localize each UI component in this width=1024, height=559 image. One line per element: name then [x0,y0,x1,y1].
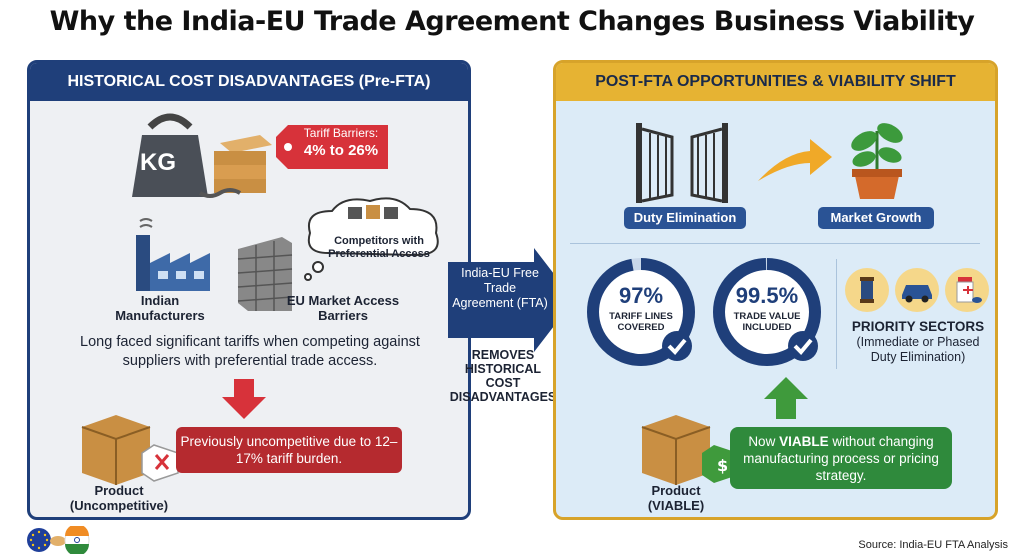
removes-disadvantages-label: REMOVES HISTORICAL COST DISADVANTAGES [449,348,557,404]
source-note: Source: India-EU FTA Analysis [858,539,1008,551]
factory-icon [136,218,210,291]
trade-value-label: TRADE VALUE INCLUDED [733,311,801,333]
fta-arrow [448,248,574,352]
check-icon [788,331,818,361]
tariff-lines-value: 97% [618,283,664,308]
pharma-icon [945,268,989,312]
eu-india-logo [27,526,90,554]
post-fta-panel-header: POST-FTA OPPORTUNITIES & VIABILITY SHIFT [556,63,995,101]
viable-note-pre: Now [748,434,780,449]
tariff-tag-line1: Tariff Barriers: [303,126,379,140]
uncompetitive-product-icon [81,415,179,485]
trade-value-ring [713,258,821,366]
viable-note-bold: VIABLE [779,434,829,449]
plant-growth-icon [851,123,903,199]
textile-thread-icon [845,268,889,312]
indian-manufacturers-label: Indian Manufacturers [115,293,205,323]
check-icon [662,331,692,361]
page-title: Why the India-EU Trade Agreement Changes… [49,6,975,37]
up-arrow-icon [764,377,808,419]
post-fta-panel: POST-FTA OPPORTUNITIES & VIABILITY SHIFT… [553,60,998,520]
historical-description: Long faced significant tariffs when comp… [80,334,420,369]
viable-note: Now VIABLE without changing manufacturin… [730,427,952,489]
viable-product-icon: $ [641,415,738,485]
svg-text:$: $ [717,456,728,475]
viable-note-post: without changing manufacturing process o… [743,434,939,483]
divider [570,243,980,244]
eu-barriers-label: EU Market Access Barriers [286,293,400,323]
growth-arrow-icon [758,139,832,181]
tariff-lines-label: TARIFF LINES COVERED [609,311,673,333]
divider [836,259,837,369]
duty-elimination-pill: Duty Elimination [624,207,746,229]
cloud-text: Competitors with Preferential Access [328,235,430,260]
tariff-tag-line2: 4% to 26% [303,142,379,159]
thought-cloud [304,197,439,281]
viable-product-label: Product (VIABLE) [647,483,705,513]
tariff-tag-icon [276,125,388,169]
market-growth-pill: Market Growth [818,207,934,229]
fta-arrow-label: India-EU Free Trade Agreement (FTA) [452,266,548,310]
historical-panel-header: HISTORICAL COST DISADVANTAGES (Pre-FTA) [30,63,468,101]
automobile-icon [895,268,939,312]
trade-value-value: 99.5% [735,283,799,308]
weight-label: KG [140,149,176,176]
uncompetitive-product-label: Product (Uncompetitive) [69,483,169,513]
open-gate-icon [636,123,728,203]
priority-sectors-subtitle: (Immediate or Phased Duty Elimination) [856,335,980,364]
brick-wall-icon [237,237,293,311]
tariff-weight-icon [132,113,272,198]
down-arrow-icon [222,379,266,419]
uncompetitive-note: Previously uncompetitive due to 12–17% t… [176,427,402,473]
historical-panel: HISTORICAL COST DISADVANTAGES (Pre-FTA) … [27,60,471,520]
priority-sectors-title: PRIORITY SECTORS [851,319,985,334]
tariff-lines-ring [587,258,695,366]
